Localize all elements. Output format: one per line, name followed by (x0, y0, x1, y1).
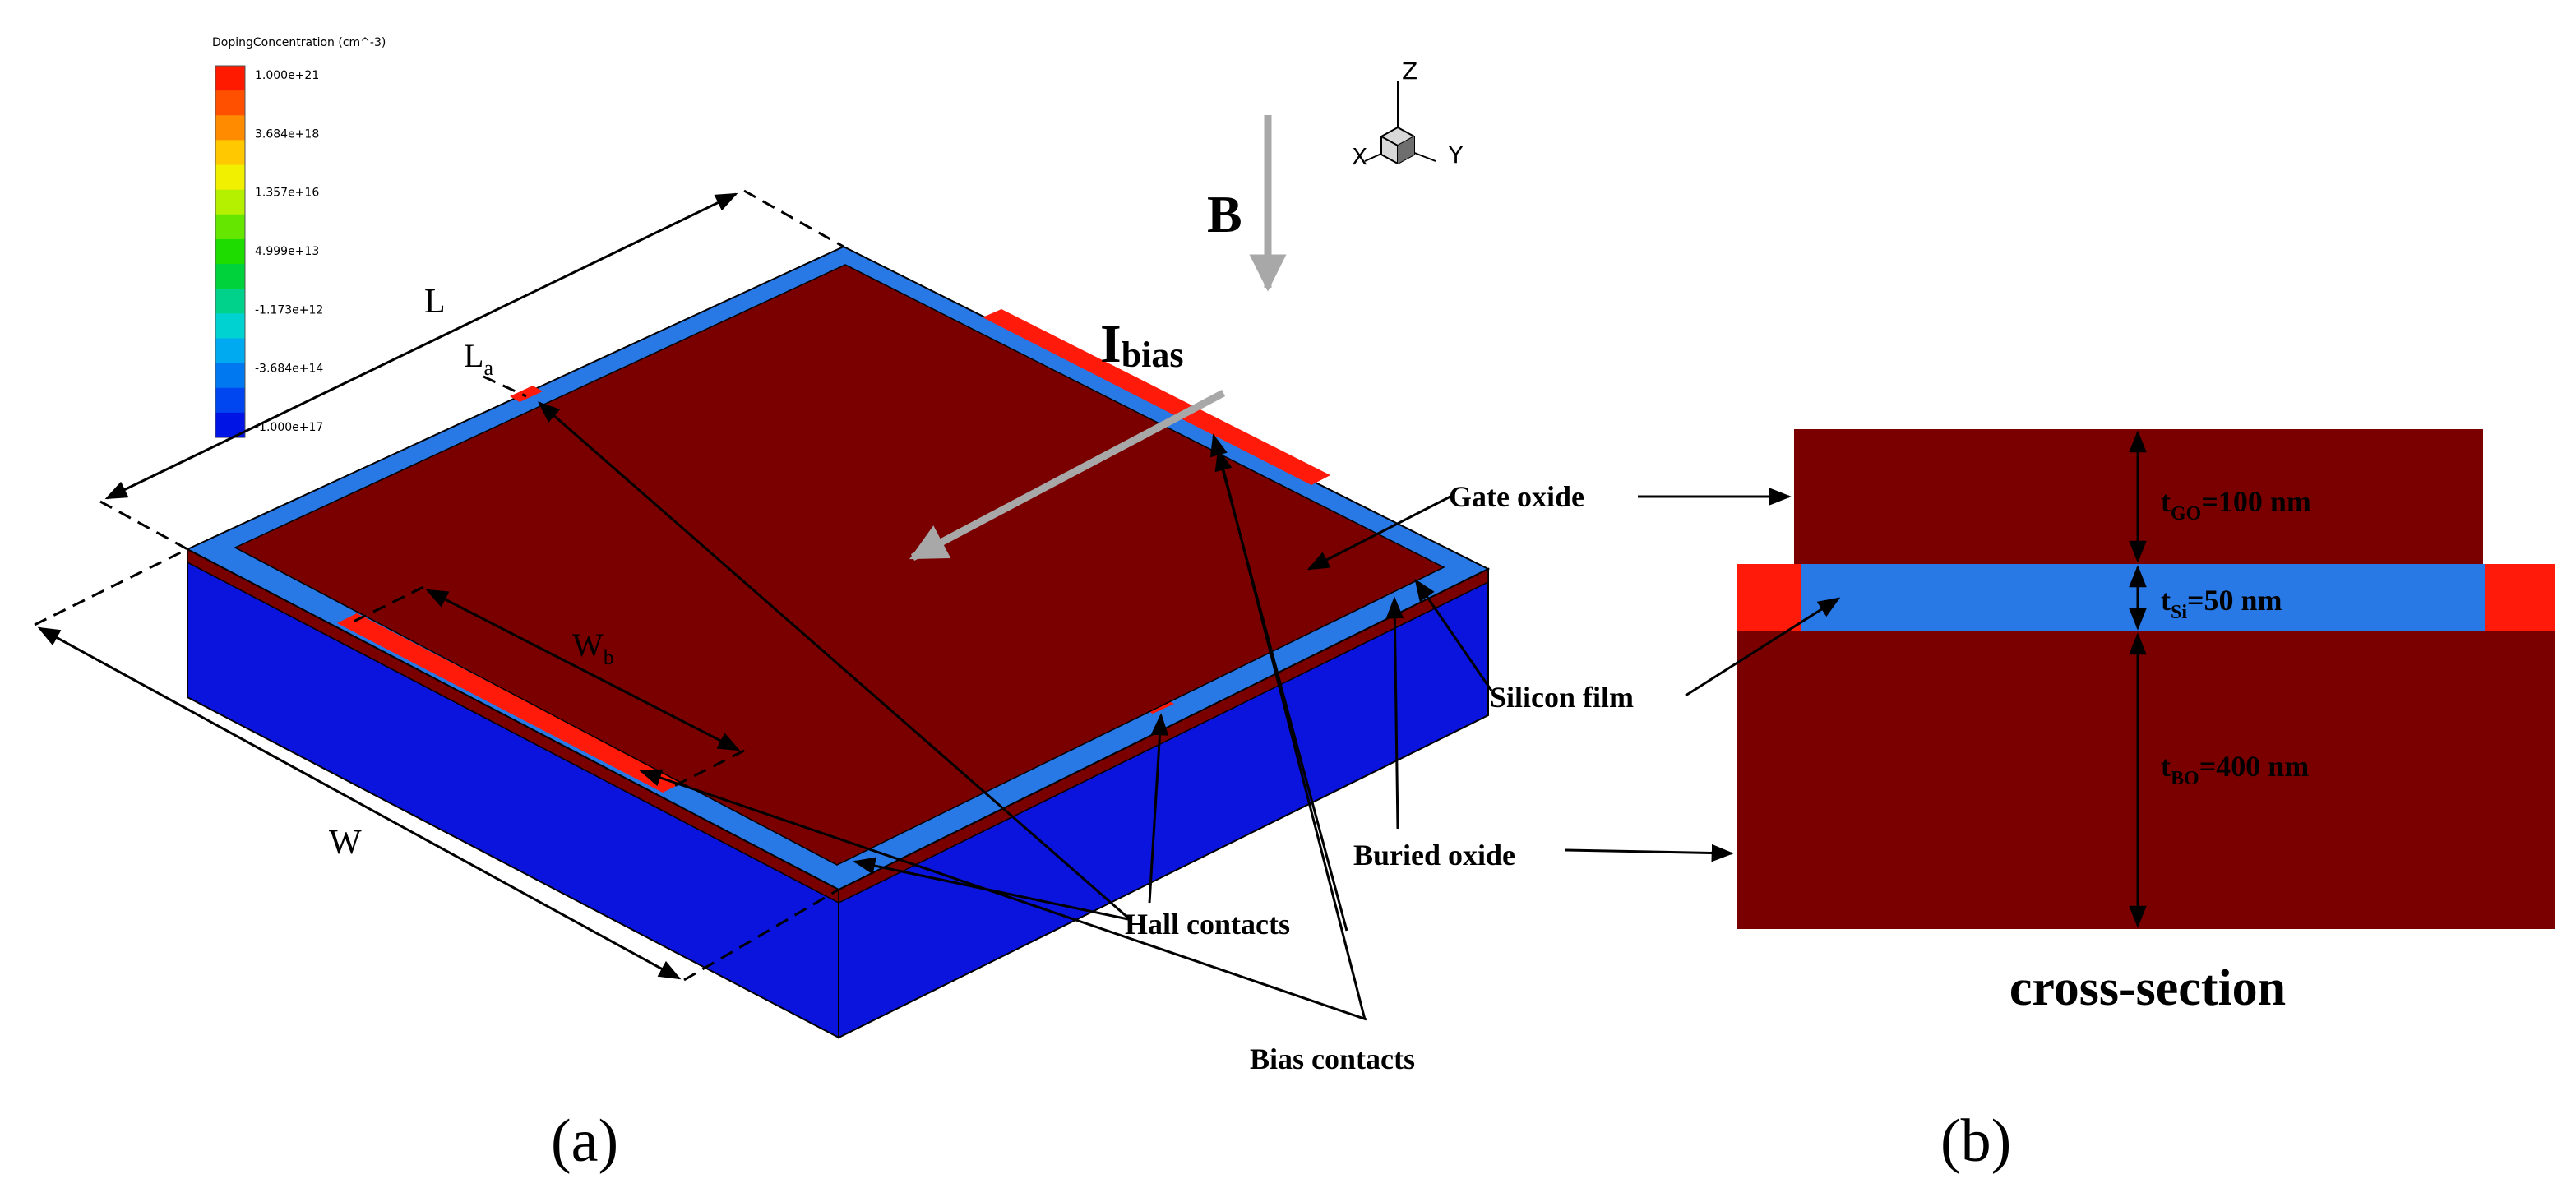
legend-color-segment (215, 238, 245, 265)
legend-color-segment (215, 90, 245, 116)
axis-x-label: X (1352, 143, 1367, 170)
hall-contact-callout-1 (537, 401, 1131, 921)
buried-oxide-callout (1385, 596, 1404, 830)
contact-right (2485, 564, 2555, 631)
width-W-arrow (37, 626, 682, 980)
legend-tick-label: 4.999e+13 (255, 245, 319, 258)
axis-y-label: Y (1448, 141, 1464, 169)
axis-z-label: Z (1402, 58, 1417, 85)
dim-Wb-label: Wb (572, 626, 614, 669)
legend-color-segment (215, 289, 245, 314)
legend-color-segment (215, 264, 245, 289)
dim-L-label: L (424, 283, 446, 321)
dim-W-label: W (329, 824, 362, 862)
xs-silicon-film-arrow (1685, 597, 1841, 697)
legend-color-segment (215, 338, 245, 364)
ibias-label: Ibias (1100, 314, 1184, 375)
silicon-film-label: Silicon film (1490, 681, 1634, 714)
magnetic-field: B (1207, 115, 1287, 292)
dim-La-label: La (464, 337, 493, 380)
contact-left (1737, 564, 1801, 631)
hall-contact-callout-2 (1148, 713, 1169, 904)
buried-oxide-layer (1737, 631, 2555, 929)
xs-buried-oxide-arrow (1565, 844, 1734, 862)
legend-tick-label: 3.684e+18 (255, 127, 319, 141)
b-field-label: B (1207, 185, 1242, 243)
hall-contacts-label: Hall contacts (1125, 908, 1290, 941)
cross-section-title: cross-section (2009, 960, 2286, 1016)
legend-color-segment (215, 140, 245, 166)
hall-contact-callout-3 (853, 857, 1129, 921)
bias-contact-top (983, 309, 1330, 485)
gate-oxide-callout (1306, 495, 1451, 571)
legend-color-segment (215, 189, 245, 215)
legend-color-segment (215, 115, 245, 141)
legend-color-segment (215, 387, 245, 414)
tsi-label: tSi=50 nm (2161, 584, 2282, 623)
panel-b-label: (b) (1940, 1107, 2011, 1175)
bias-contact-callout-3 (639, 769, 1367, 1021)
legend-colorbar (215, 65, 246, 438)
dimension-arrows (37, 192, 741, 980)
legend-tick-label: 1.000e+21 (255, 69, 319, 82)
buried-oxide-label: Buried oxide (1353, 839, 1515, 871)
doping-legend: DopingConcentration (cm^-3) 1.000e+21 3.6… (212, 36, 386, 438)
ibias-arrow (909, 390, 1226, 561)
width-Wb-arrow (425, 589, 741, 751)
legend-color-segment (215, 66, 245, 91)
tbo-label: tBO=400 nm (2161, 750, 2309, 789)
length-L-arrow (104, 192, 738, 500)
axis-triad: Z X Y (1352, 58, 1464, 170)
legend-tick-label: 1.357e+16 (255, 187, 319, 200)
silicon-film-callout (1414, 578, 1493, 691)
tgo-label: tGO=100 nm (2161, 485, 2311, 525)
legend-tick-label: -3.684e+14 (255, 363, 323, 376)
bias-contacts-label: Bias contacts (1250, 1043, 1415, 1075)
legend-title: DopingConcentration (cm^-3) (212, 36, 386, 49)
cross-section-view: tGO=100 nm tSi=50 nm tBO=400 nm cross-se… (1565, 429, 2555, 1016)
legend-tick-labels: 1.000e+21 3.684e+18 1.357e+16 4.999e+13 -1.1… (255, 69, 323, 434)
silicon-film-layer (1801, 564, 2485, 631)
legend-tick-label: -1.173e+12 (255, 303, 323, 317)
bias-contact-callout-2 (1214, 448, 1367, 1020)
legend-color-segment (215, 214, 245, 240)
callout-lines (537, 401, 1493, 1021)
gate-oxide-label: Gate oxide (1449, 480, 1584, 513)
panel-a-label: (a) (551, 1107, 618, 1175)
legend-color-segment (215, 313, 245, 340)
legend-color-segment (215, 363, 245, 389)
legend-color-segment (215, 164, 245, 191)
